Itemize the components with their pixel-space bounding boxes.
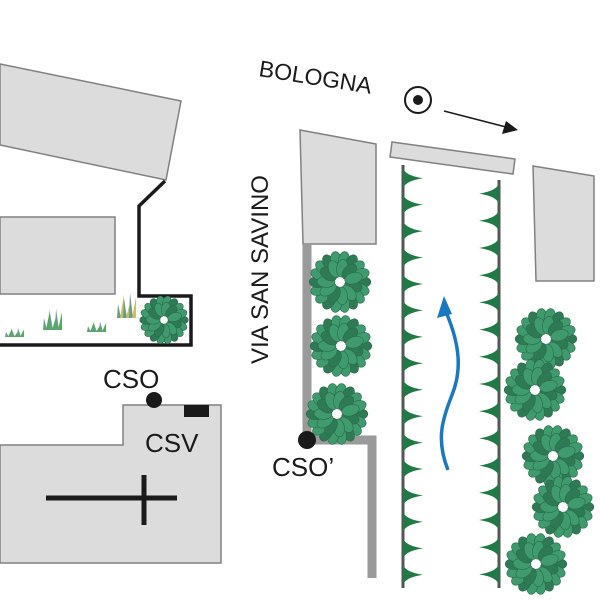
flow-arrow-icon (437, 296, 460, 471)
hedge-spike (403, 404, 423, 429)
tree-canopy-icon (514, 308, 578, 370)
grass-tuft-icon (87, 321, 106, 332)
grass-tuft-icon (117, 292, 136, 318)
hedge-spike (403, 272, 423, 296)
hedge-spike (403, 457, 423, 481)
hedge-spike (479, 507, 499, 533)
hedge-spike (403, 166, 423, 191)
building-middle-left (0, 216, 116, 295)
canopy-strip (389, 141, 516, 175)
hedge-spike (479, 398, 499, 424)
tree-canopy-icon (521, 425, 585, 487)
hedge-spike (403, 510, 423, 534)
hedge-spike (479, 534, 499, 560)
cso-prime-label: CSO’ (272, 452, 334, 482)
cso-prime-point[interactable] (298, 431, 316, 449)
hedge-spike (403, 324, 423, 349)
hedge-spike (479, 262, 499, 288)
hedge-spike (403, 483, 423, 508)
hedge-spike (403, 562, 423, 587)
tree-canopy-icon (139, 295, 189, 345)
hedge-spike (403, 192, 423, 217)
left-trees (305, 251, 373, 445)
hedge-spike (479, 426, 499, 451)
hedge-spike (479, 371, 499, 397)
building-bottom-left (0, 404, 222, 564)
hedge-spike (479, 453, 499, 478)
hedge-spike (403, 536, 423, 561)
direction-arrow-icon (443, 110, 518, 134)
csv-marker (184, 405, 209, 417)
hedge-spike (403, 245, 423, 270)
city-label: BOLOGNA (257, 55, 374, 99)
tree-canopy-icon (309, 315, 373, 377)
hedge-spike (479, 181, 499, 206)
hedge-spike (479, 317, 499, 342)
tree-canopy-icon (308, 251, 372, 313)
tree-canopy-icon (504, 533, 568, 595)
hedge-spike (479, 480, 499, 506)
building-center (299, 129, 377, 245)
hedge-spike (403, 377, 423, 402)
tree-canopy-icon (531, 476, 595, 538)
hedge-spike (403, 298, 423, 323)
tree-canopy-icon (305, 383, 369, 445)
hedge-row-right (479, 180, 501, 588)
building-top-left (0, 63, 182, 181)
hedge-spike (403, 430, 423, 455)
cross-symbol-icon (46, 475, 177, 525)
hedge-spike (479, 235, 499, 261)
hedge-spike (479, 344, 499, 370)
hedge-spike (403, 351, 423, 376)
observer-point-icon[interactable] (404, 86, 432, 114)
csv-label: CSV (145, 428, 199, 458)
tree-canopy-icon (503, 359, 567, 421)
grass-tuft-icon (43, 308, 62, 330)
hedge-spike (403, 219, 423, 243)
hedge-spike (479, 562, 499, 587)
boundary-wall (0, 179, 193, 347)
hedge-spike (479, 208, 499, 234)
cso-label: CSO (103, 364, 159, 394)
hedge-spike (479, 290, 499, 315)
right-trees (503, 308, 595, 595)
cso-point[interactable] (146, 392, 162, 408)
street-label: VIA SAN SAVINO (247, 175, 274, 364)
corner-trees (139, 295, 189, 345)
grass-tuft-icon (5, 328, 24, 337)
building-right (532, 165, 595, 282)
grass-group (5, 292, 136, 337)
hedge-row-left (401, 165, 423, 588)
